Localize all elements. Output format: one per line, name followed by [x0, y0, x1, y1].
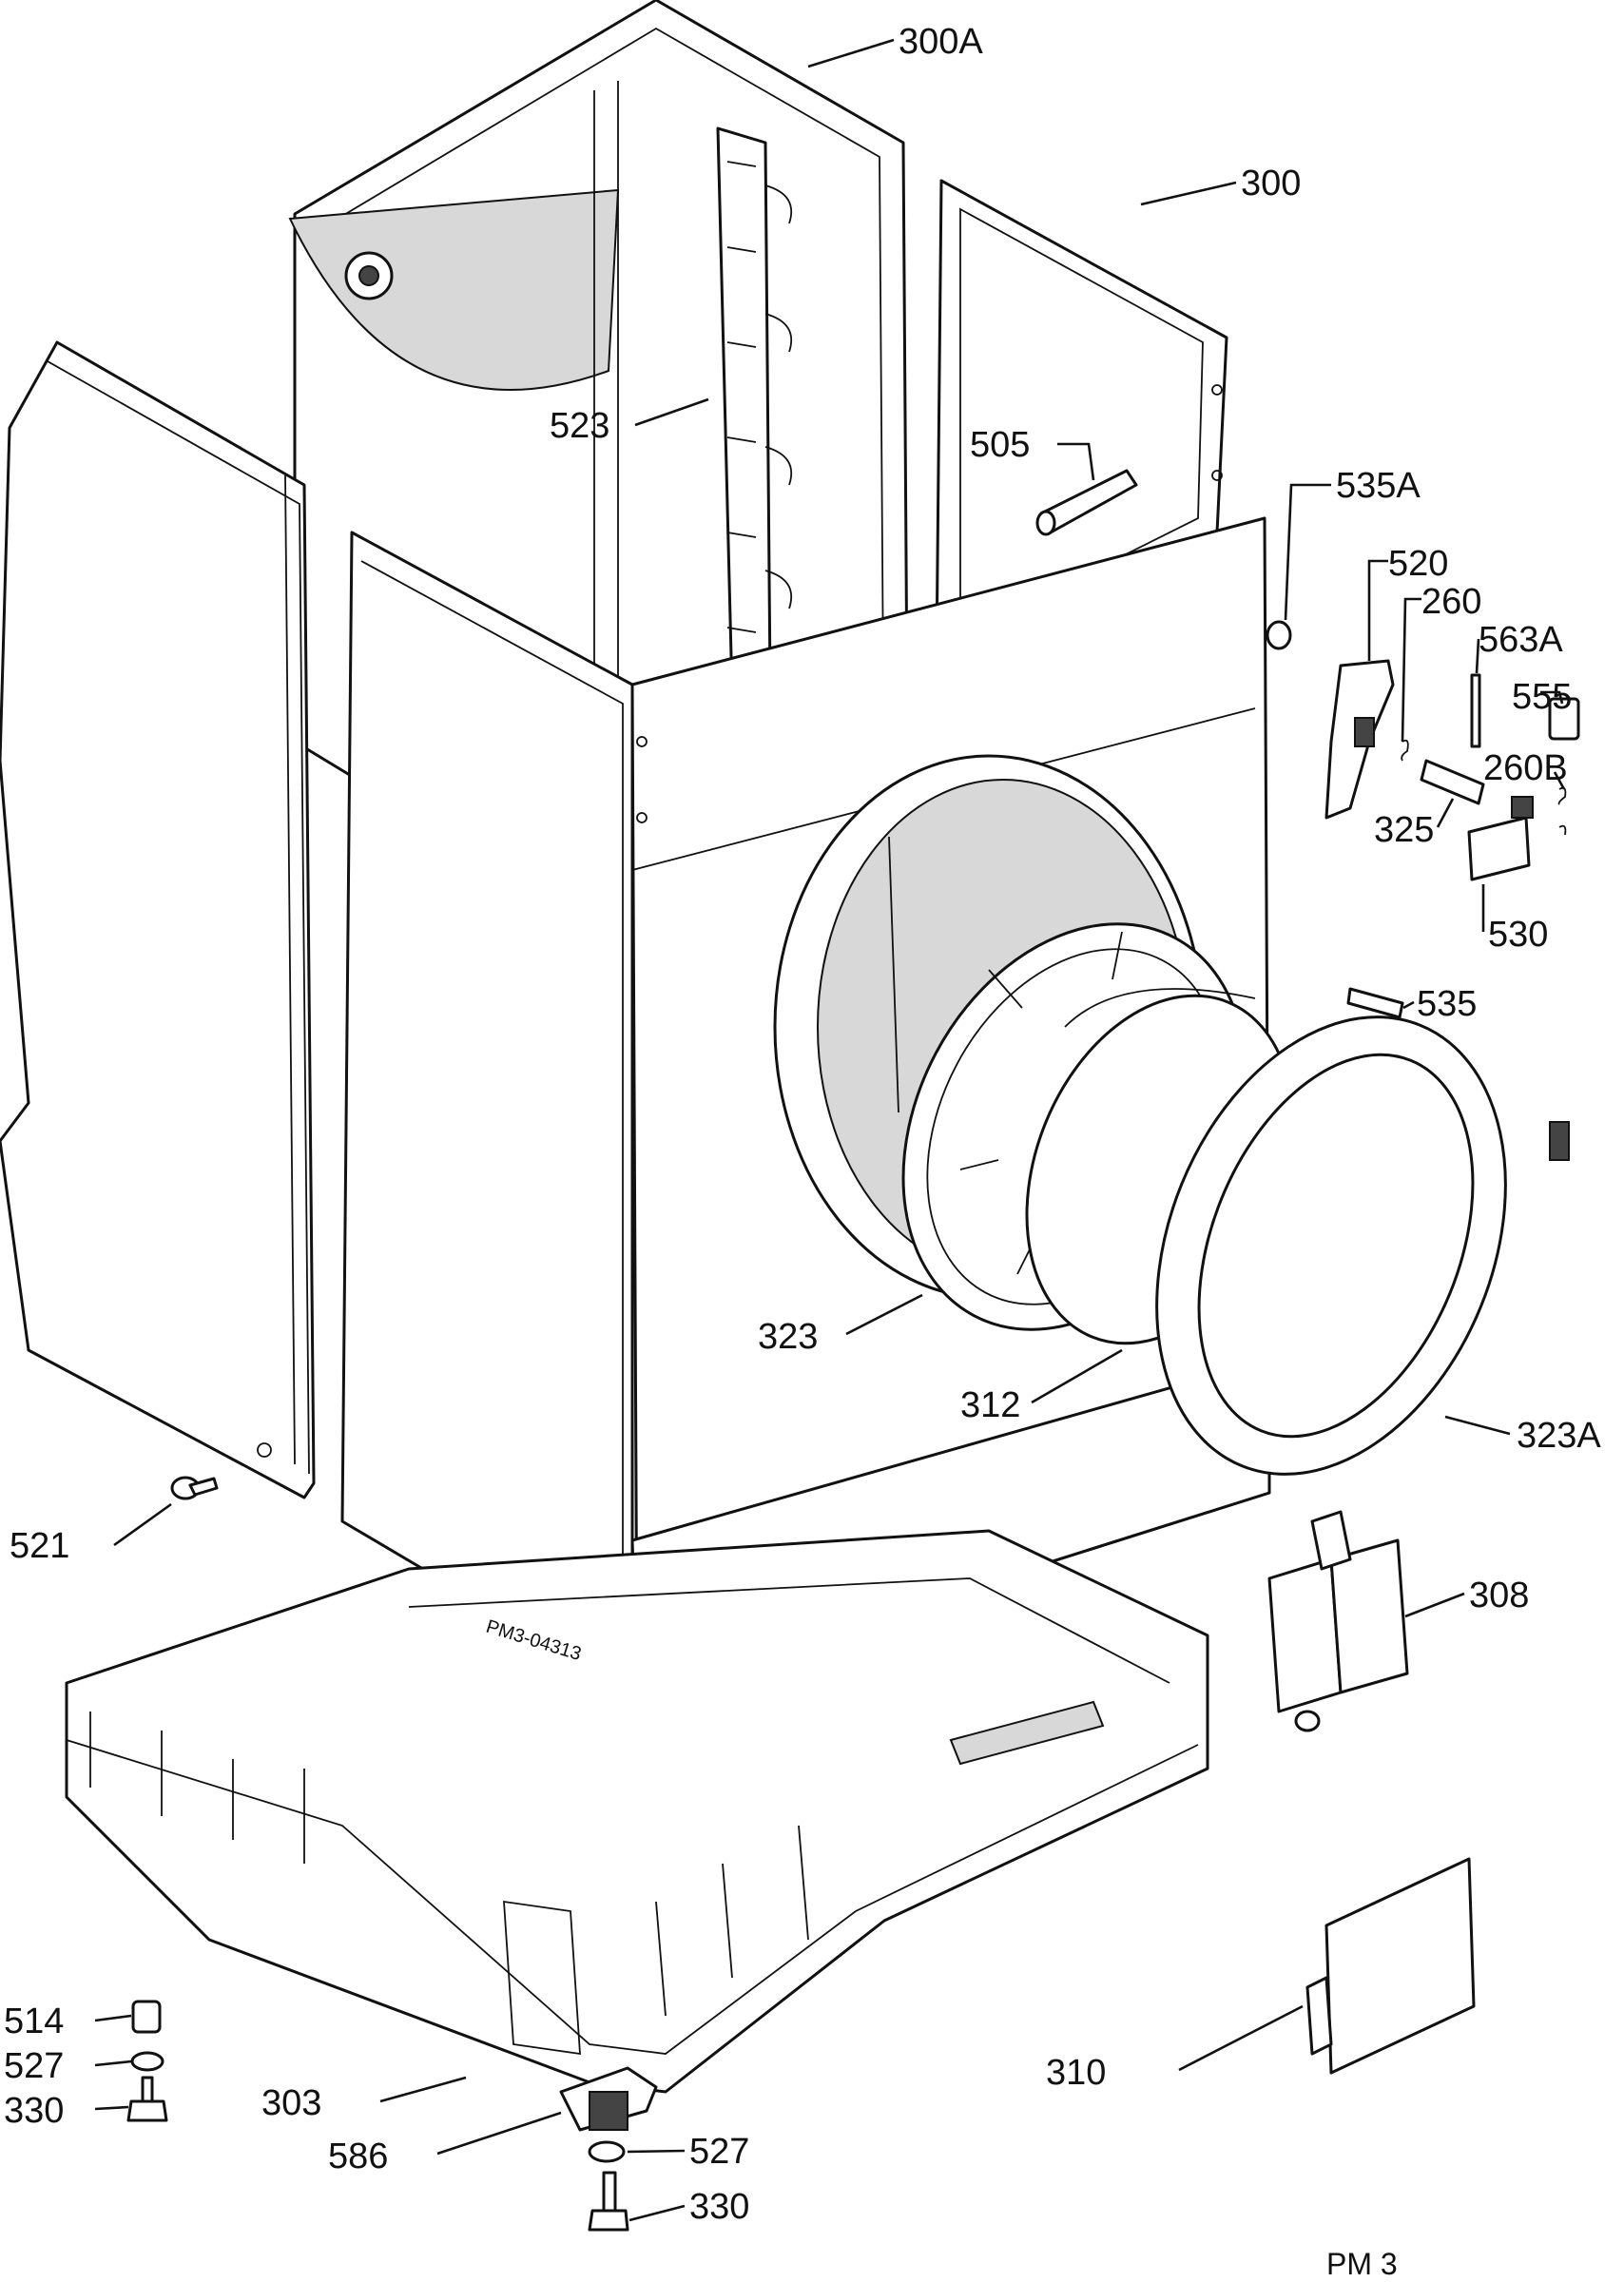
- foot-nut-330-right: [588, 2171, 629, 2232]
- foot-washer-527-right: [588, 2140, 626, 2163]
- door-outer-ring-323A: [1155, 1015, 1570, 1476]
- callout-308: 308: [1469, 1576, 1529, 1615]
- callout-527-left: 527: [4, 2046, 64, 2086]
- callout-514: 514: [4, 2002, 64, 2041]
- callout-323A: 323A: [1517, 1416, 1601, 1456]
- grommet-535A: [1266, 620, 1292, 650]
- callout-300A: 300A: [899, 22, 983, 62]
- foot-cap-514: [131, 2000, 162, 2034]
- callout-521: 521: [10, 1526, 69, 1566]
- callout-323: 323: [758, 1317, 818, 1357]
- screw-521: [170, 1476, 219, 1500]
- leveling-foot-586: [559, 2066, 658, 2132]
- callout-535A: 535A: [1336, 466, 1421, 506]
- door-hinge-308: [1267, 1510, 1409, 1732]
- callout-535: 535: [1417, 984, 1477, 1024]
- callout-260: 260: [1421, 582, 1481, 622]
- callout-527-right: 527: [689, 2132, 749, 2172]
- base-frame-303: [65, 1529, 1209, 2094]
- callout-330-left: 330: [4, 2091, 64, 2131]
- callout-586: 586: [328, 2137, 388, 2176]
- lock-housing-530: [1467, 796, 1534, 881]
- callout-523: 523: [550, 406, 609, 446]
- lock-lever-325: [1420, 759, 1485, 805]
- callout-555: 555: [1512, 677, 1572, 717]
- callout-303: 303: [261, 2083, 321, 2123]
- leader-lines: [94, 38, 1566, 2222]
- callout-312: 312: [960, 1385, 1020, 1425]
- foot-nut-330-left: [126, 2076, 168, 2122]
- callout-330-right: 330: [689, 2187, 749, 2227]
- callout-labels: 300A 300 523 505 535A 520 260 563A 555 2…: [4, 22, 1601, 2227]
- lock-spring-260B: [1557, 786, 1567, 836]
- cabinet-left-side-panel: [0, 340, 316, 1499]
- lock-button-555: [1548, 697, 1580, 741]
- lock-rod-563A: [1470, 673, 1481, 748]
- callout-530: 530: [1488, 915, 1548, 955]
- callout-505: 505: [970, 425, 1030, 465]
- pin-535: [1346, 987, 1404, 1019]
- callout-260B: 260B: [1483, 748, 1568, 788]
- callout-520: 520: [1388, 544, 1448, 584]
- cabinet-right-side-panel: [935, 179, 1228, 667]
- callout-325: 325: [1374, 810, 1434, 850]
- footer-page-code: PM 3: [1326, 2247, 1398, 2281]
- callout-300: 300: [1241, 164, 1301, 203]
- lock-spring-260: [1401, 739, 1409, 762]
- lock-cover-520: [1324, 659, 1395, 820]
- foot-washer-527-left: [130, 2051, 164, 2072]
- callout-563A: 563A: [1479, 620, 1563, 660]
- rod-505: [1035, 469, 1138, 536]
- callout-310: 310: [1046, 2053, 1106, 2093]
- service-flap-310: [1305, 1857, 1476, 2075]
